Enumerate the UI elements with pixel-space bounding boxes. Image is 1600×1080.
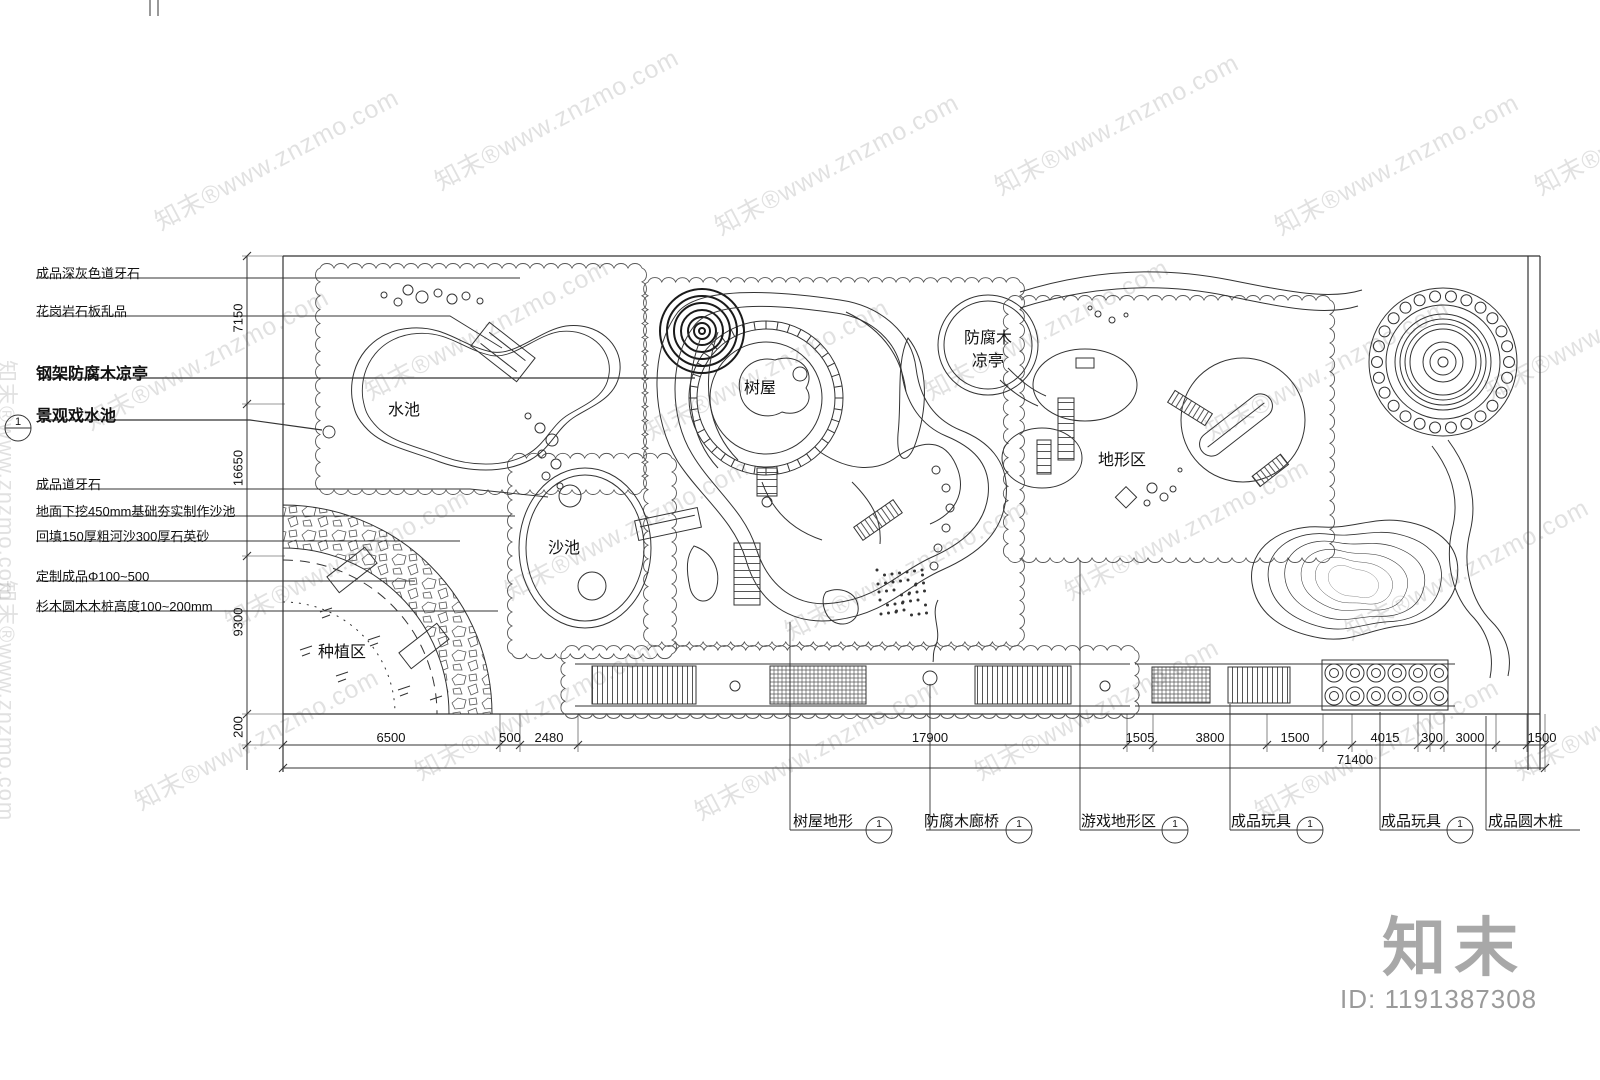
cloud-treehouse-area: [643, 277, 1025, 647]
callout-bubble: 1: [1446, 816, 1474, 844]
round-plaza: [1368, 287, 1518, 437]
fold-marks: [149, 0, 159, 16]
annotation-leaders: [36, 277, 695, 612]
pavilion: [937, 294, 1047, 407]
callout-bubble: 1: [865, 816, 893, 844]
callout-bubble: 1: [1161, 816, 1189, 844]
svg-text:1: 1: [1016, 819, 1022, 830]
plan-border: [282, 255, 1541, 772]
callout-bubble: 1: [1005, 816, 1033, 844]
svg-text:1: 1: [1172, 819, 1178, 830]
dimension-lines: [242, 251, 1550, 773]
svg-text:1: 1: [1457, 819, 1463, 830]
play-island: [656, 292, 1007, 663]
terrain-area: [1001, 305, 1306, 509]
svg-text:1: 1: [1307, 819, 1313, 830]
contour-mound: [1251, 519, 1459, 640]
plaza-post-ring: [1371, 290, 1515, 434]
callout-bubble: 1: [1296, 816, 1324, 844]
section-marker-number: 1: [15, 416, 21, 428]
planting-area: [282, 504, 493, 715]
timber-deck-strip: [575, 659, 1455, 711]
sand-pool: [518, 467, 702, 629]
cloud-water-area: [315, 263, 647, 495]
winding-path: [1019, 271, 1510, 679]
tree-house-deck-ticks: [689, 321, 843, 475]
section-marker: 1: [4, 414, 32, 442]
cloud-sand-area: [507, 452, 677, 660]
spiral-slide: [659, 288, 745, 374]
log-post-circles: [1324, 663, 1449, 706]
water-pool: [351, 284, 621, 490]
svg-text:1: 1: [876, 819, 882, 830]
cloud-deck-strip: [560, 644, 1140, 720]
gravel-dots: [875, 568, 928, 617]
tree-house: [688, 320, 844, 508]
callout-graphics: 1 1 1 1 1: [789, 560, 1580, 844]
